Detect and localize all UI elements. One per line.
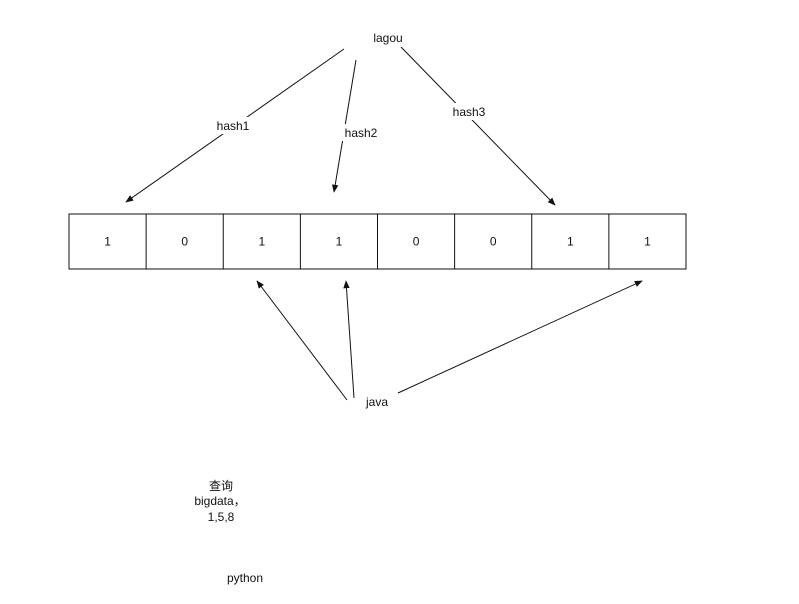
bit-cell-4: 0: [413, 235, 420, 249]
bit-cell-5: 0: [490, 235, 497, 249]
bit-cell-1: 0: [181, 235, 188, 249]
bit-cell-0: 1: [104, 235, 111, 249]
node-query-line3: 1,5,8: [208, 510, 235, 524]
node-lagou: lagou: [373, 31, 402, 45]
bit-cell-3: 1: [336, 235, 343, 249]
bit-array: 1 0 1 1 0 0 1 1: [68, 213, 687, 270]
edge-java-cell2: [256, 280, 348, 401]
edge-java-cell7: [397, 280, 643, 394]
edge-label-hash2: hash2: [345, 126, 378, 140]
bit-cell-2: 1: [258, 235, 265, 249]
node-query-line2: bigdata，: [194, 494, 245, 508]
edge-java-cell3: [343, 280, 355, 399]
bit-cell-7: 1: [644, 235, 651, 249]
bit-cell-6: 1: [567, 235, 574, 249]
node-python: python: [227, 571, 263, 585]
edge-lagou-hash3: [400, 46, 556, 206]
node-java: java: [365, 395, 388, 409]
node-query-line1: 查询: [209, 479, 233, 493]
edge-label-hash3: hash3: [453, 105, 486, 119]
edge-label-hash1: hash1: [217, 119, 250, 133]
